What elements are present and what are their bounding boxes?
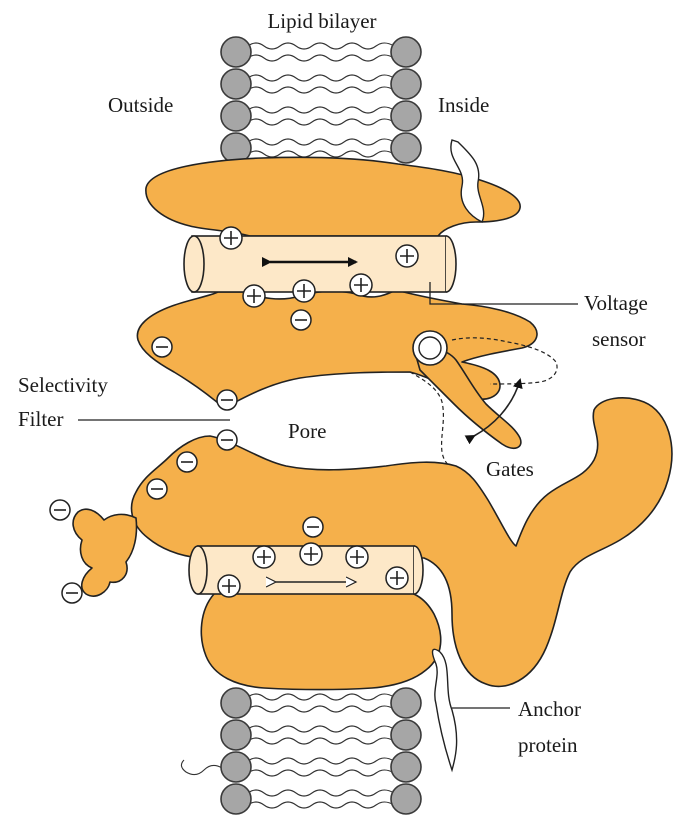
anchor-protein-strand xyxy=(433,649,457,770)
lipid-head xyxy=(221,69,251,99)
outside-label: Outside xyxy=(108,93,173,117)
lipid-head xyxy=(391,37,421,67)
plus-charge-icon xyxy=(346,546,368,568)
anchor-protein-label-line2: protein xyxy=(518,733,578,757)
plus-charge-icon xyxy=(396,245,418,267)
anchor-linker xyxy=(73,509,136,596)
gate-ball-inner xyxy=(419,337,441,359)
helix-end-cap xyxy=(189,546,207,594)
lipid-head xyxy=(221,752,251,782)
upper-lipid-tails xyxy=(248,43,394,157)
lower-lipid-tails xyxy=(181,694,394,808)
minus-charge-icon xyxy=(50,500,70,520)
lipid-head xyxy=(391,688,421,718)
minus-charge-icon xyxy=(152,337,172,357)
plus-charge-icon xyxy=(218,575,240,597)
selectivity-filter-label-line2: Filter xyxy=(18,407,64,431)
lipid-head xyxy=(391,69,421,99)
lipid-bilayer-label: Lipid bilayer xyxy=(267,9,376,33)
lower-channel-protein xyxy=(73,398,672,690)
minus-charge-icon xyxy=(303,517,323,537)
selectivity-filter-label-line1: Selectivity xyxy=(18,373,108,397)
plus-charge-icon xyxy=(350,274,372,296)
pore-label: Pore xyxy=(288,419,327,443)
lipid-head xyxy=(391,720,421,750)
lipid-head xyxy=(391,752,421,782)
plus-charge-icon xyxy=(386,567,408,589)
helix-end-cap xyxy=(184,236,204,292)
inside-label: Inside xyxy=(438,93,489,117)
plus-charge-icon xyxy=(253,546,275,568)
lipid-head xyxy=(221,720,251,750)
minus-charge-icon xyxy=(147,479,167,499)
voltage-sensor-label-line2: sensor xyxy=(592,327,646,351)
lipid-head xyxy=(221,784,251,814)
lipid-head xyxy=(391,133,421,163)
minus-charge-icon xyxy=(177,452,197,472)
gates-label: Gates xyxy=(486,457,534,481)
minus-charge-icon xyxy=(217,430,237,450)
upper-lipid-bilayer xyxy=(221,37,421,163)
lipid-head xyxy=(221,37,251,67)
lower-lipid-bilayer xyxy=(181,688,421,814)
minus-charge-icon xyxy=(217,390,237,410)
plus-charge-icon xyxy=(293,280,315,302)
upper-protein-body xyxy=(137,290,537,408)
voltage-sensor-label-line1: Voltage xyxy=(584,291,648,315)
anchor-protein-label-line1: Anchor xyxy=(518,697,581,721)
plus-charge-icon xyxy=(220,227,242,249)
lipid-head xyxy=(391,784,421,814)
lipid-head xyxy=(391,101,421,131)
minus-charge-icon xyxy=(291,310,311,330)
helix-end-cap xyxy=(446,236,456,292)
minus-charge-icon xyxy=(62,583,82,603)
lipid-head xyxy=(221,101,251,131)
plus-charge-icon xyxy=(243,285,265,307)
lower-protein-base xyxy=(201,592,440,690)
lipid-head xyxy=(221,688,251,718)
plus-charge-icon xyxy=(300,543,322,565)
